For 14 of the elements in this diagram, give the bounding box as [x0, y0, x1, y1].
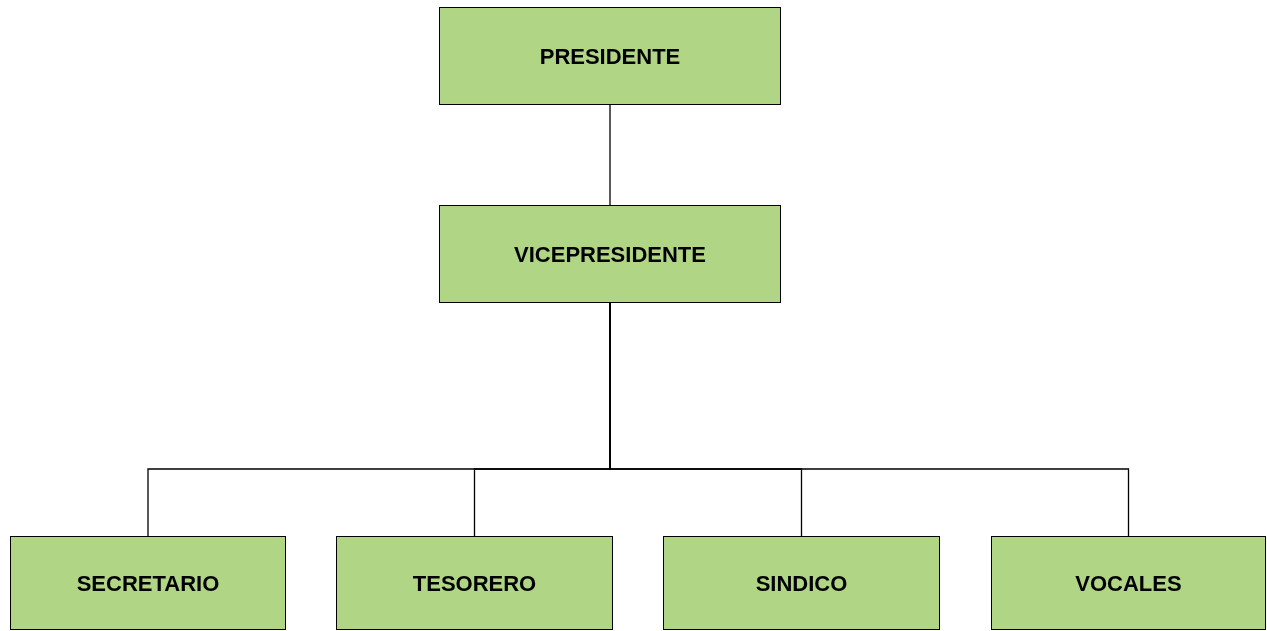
- connector-line: [609, 104, 611, 206]
- role-box: [439, 7, 781, 105]
- role-title: VICEPRESIDENTE: [514, 240, 706, 269]
- role-box: [10, 536, 286, 630]
- connector-line: [609, 302, 1130, 537]
- role-box: [991, 536, 1266, 630]
- role-title: TESORERO: [412, 569, 537, 598]
- role-title: SECRETARIO: [76, 569, 220, 598]
- role-title: SINDICO: [755, 569, 848, 598]
- role-title: VOCALES: [1075, 569, 1182, 598]
- role-box: [336, 536, 613, 630]
- role-title: PRESIDENTE: [539, 42, 681, 71]
- role-box: [439, 205, 781, 303]
- role-box: [663, 536, 940, 630]
